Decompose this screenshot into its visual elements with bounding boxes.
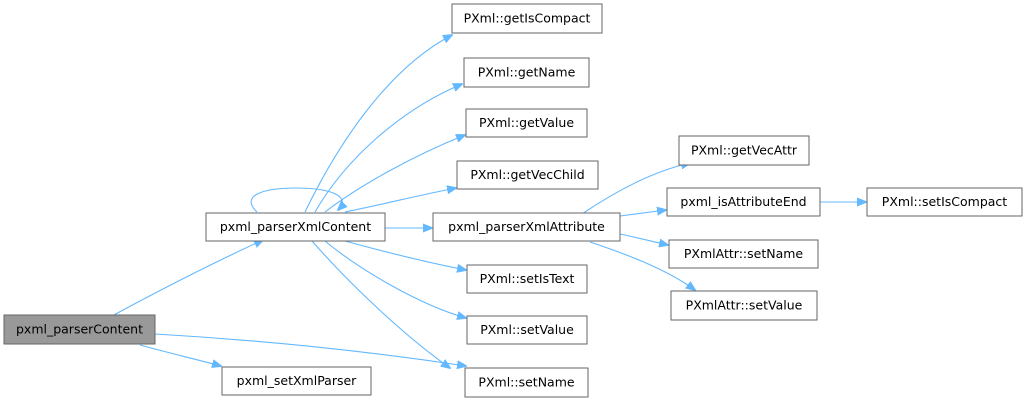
node-pxml-setName[interactable]: PXml::setName [464, 367, 589, 398]
edge-parserXmlAttribute-to-getVecAttr [581, 163, 690, 215]
node-pxml-isAttributeEnd[interactable]: pxml_isAttributeEnd [666, 187, 821, 217]
edge-parserXmlAttribute-to-isAttributeEnd [619, 210, 666, 217]
edge-parserXmlContent-to-getValue [324, 135, 465, 213]
svg-text:PXml::getVecAttr: PXml::getVecAttr [691, 143, 798, 158]
svg-text:PXml::getIsCompact: PXml::getIsCompact [464, 11, 591, 26]
node-pxml-getVecAttr[interactable]: PXml::getVecAttr [678, 135, 810, 166]
edge-parserXmlContent-to-getIsCompact [304, 35, 452, 213]
node-pxml-setValue[interactable]: PXml::setValue [466, 315, 588, 345]
node-pxml-setXmlParser[interactable]: pxml_setXmlParser [221, 366, 372, 396]
edge-parserXmlContent-self-loop [250, 187, 342, 213]
node-pxml-getValue[interactable]: PXml::getValue [465, 108, 588, 138]
edge-parserContent-to-setName [154, 333, 466, 366]
node-pxml-getName[interactable]: PXml::getName [463, 57, 590, 88]
node-pxml-setIsText[interactable]: PXml::setIsText [466, 264, 588, 294]
edge-parserXmlAttribute-to-attrSetName [619, 233, 668, 245]
svg-text:PXml::setValue: PXml::setValue [480, 322, 574, 337]
svg-text:pxml_parserXmlContent: pxml_parserXmlContent [220, 219, 371, 234]
svg-text:pxml_parserContent: pxml_parserContent [16, 322, 143, 337]
svg-text:PXml::getName: PXml::getName [478, 65, 576, 80]
node-pxml-parserXmlAttribute[interactable]: pxml_parserXmlAttribute [432, 212, 621, 242]
svg-text:PXml::getValue: PXml::getValue [479, 115, 574, 130]
edges-layer [111, 35, 866, 368]
edge-parserXmlContent-to-setValue [324, 240, 466, 318]
svg-text:pxml_setXmlParser: pxml_setXmlParser [237, 373, 358, 388]
node-pxmlattr-setValue[interactable]: PXmlAttr::setValue [670, 290, 818, 321]
svg-text:pxml_isAttributeEnd: pxml_isAttributeEnd [680, 194, 806, 209]
svg-text:PXml::setName: PXml::setName [478, 375, 574, 390]
edge-parserContent-to-parserXmlContent [111, 240, 263, 317]
node-pxml-parserContent[interactable]: pxml_parserContent [3, 314, 156, 345]
edge-parserXmlContent-to-getName [314, 84, 462, 213]
svg-text:pxml_parserXmlAttribute: pxml_parserXmlAttribute [448, 219, 605, 234]
edge-parserXmlContent-to-getVecChild [344, 188, 456, 213]
svg-text:PXml::setIsCompact: PXml::setIsCompact [882, 194, 1007, 209]
svg-text:PXmlAttr::setName: PXmlAttr::setName [684, 246, 804, 261]
nodes-layer: pxml_parserContent pxml_parserXmlContent… [3, 3, 1023, 398]
svg-text:PXml::getVecChild: PXml::getVecChild [470, 167, 584, 182]
edge-parserXmlAttribute-to-attrSetValue [589, 241, 695, 290]
edge-parserXmlContent-to-setName [311, 240, 450, 368]
edge-parserXmlContent-to-setIsText [344, 240, 466, 270]
node-pxml-getIsCompact[interactable]: PXml::getIsCompact [451, 3, 603, 34]
node-pxmlattr-setName[interactable]: PXmlAttr::setName [668, 239, 819, 269]
node-pxml-parserXmlContent[interactable]: pxml_parserXmlContent [205, 212, 386, 242]
node-pxml-getVecChild[interactable]: PXml::getVecChild [456, 160, 599, 190]
node-pxml-setIsCompact[interactable]: PXml::setIsCompact [866, 187, 1023, 217]
svg-text:PXml::setIsText: PXml::setIsText [480, 271, 575, 286]
edge-parserContent-to-setXmlParser [139, 344, 221, 366]
svg-text:PXmlAttr::setValue: PXmlAttr::setValue [686, 298, 803, 313]
